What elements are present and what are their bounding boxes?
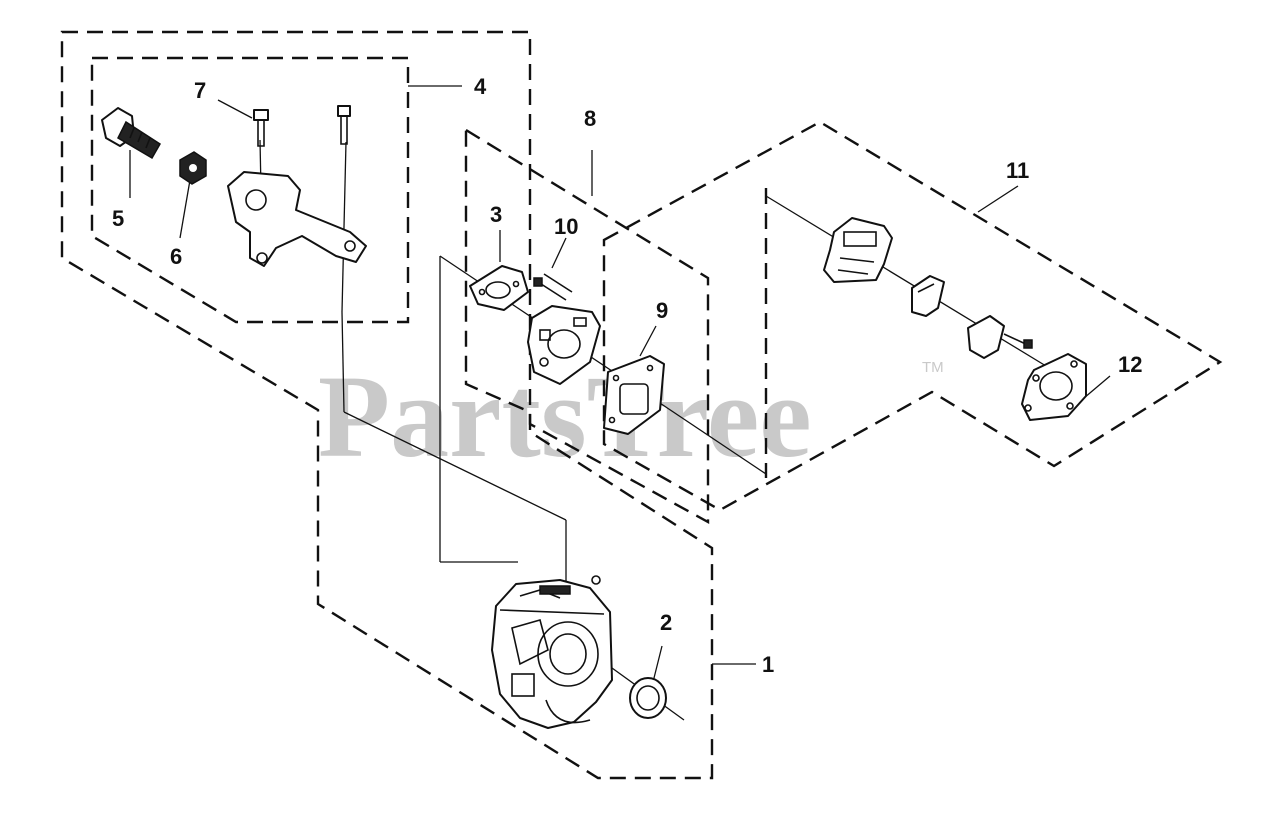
group-boundary-11 (602, 120, 1223, 512)
callout-4: 4 (474, 74, 487, 99)
callout-5: 5 (112, 206, 124, 231)
carburetor-body-part-1[interactable] (491, 575, 613, 729)
callout-11: 11 (1006, 158, 1029, 183)
group-boundary-4 (90, 56, 410, 324)
callout-12: 12 (1118, 352, 1142, 377)
screw-part-10[interactable] (533, 273, 573, 301)
reed-valve-part-11b[interactable] (911, 275, 945, 317)
gasket-part-12[interactable] (1021, 353, 1087, 421)
nut-part-6[interactable] (179, 151, 207, 185)
reed-plate-part-11a[interactable] (823, 217, 893, 283)
callout-3: 3 (490, 202, 502, 227)
screw-part-7b[interactable] (337, 105, 351, 145)
callout-9: 9 (656, 298, 668, 323)
choke-knob-part-5[interactable] (101, 107, 162, 160)
screw-part-7[interactable] (253, 109, 269, 147)
callout-10: 10 (554, 214, 578, 239)
group-boundary-1 (60, 30, 714, 780)
gasket-part-9[interactable] (603, 355, 665, 435)
gasket-part-3[interactable] (469, 265, 529, 311)
callout-2: 2 (660, 610, 672, 635)
group-boundary-8 (464, 127, 710, 525)
callout-7: 7 (194, 78, 206, 103)
insulator-part-8[interactable] (527, 305, 601, 385)
callout-1: 1 (762, 652, 774, 677)
leader-lines (129, 85, 1111, 687)
cover-part-2[interactable] (629, 677, 667, 719)
callout-6: 6 (170, 244, 182, 269)
callout-8: 8 (584, 106, 596, 131)
lever-bracket-part-4[interactable] (227, 171, 367, 267)
watermark-trademark: TM (922, 359, 944, 376)
reed-stop-part-11c[interactable] (967, 315, 1033, 359)
